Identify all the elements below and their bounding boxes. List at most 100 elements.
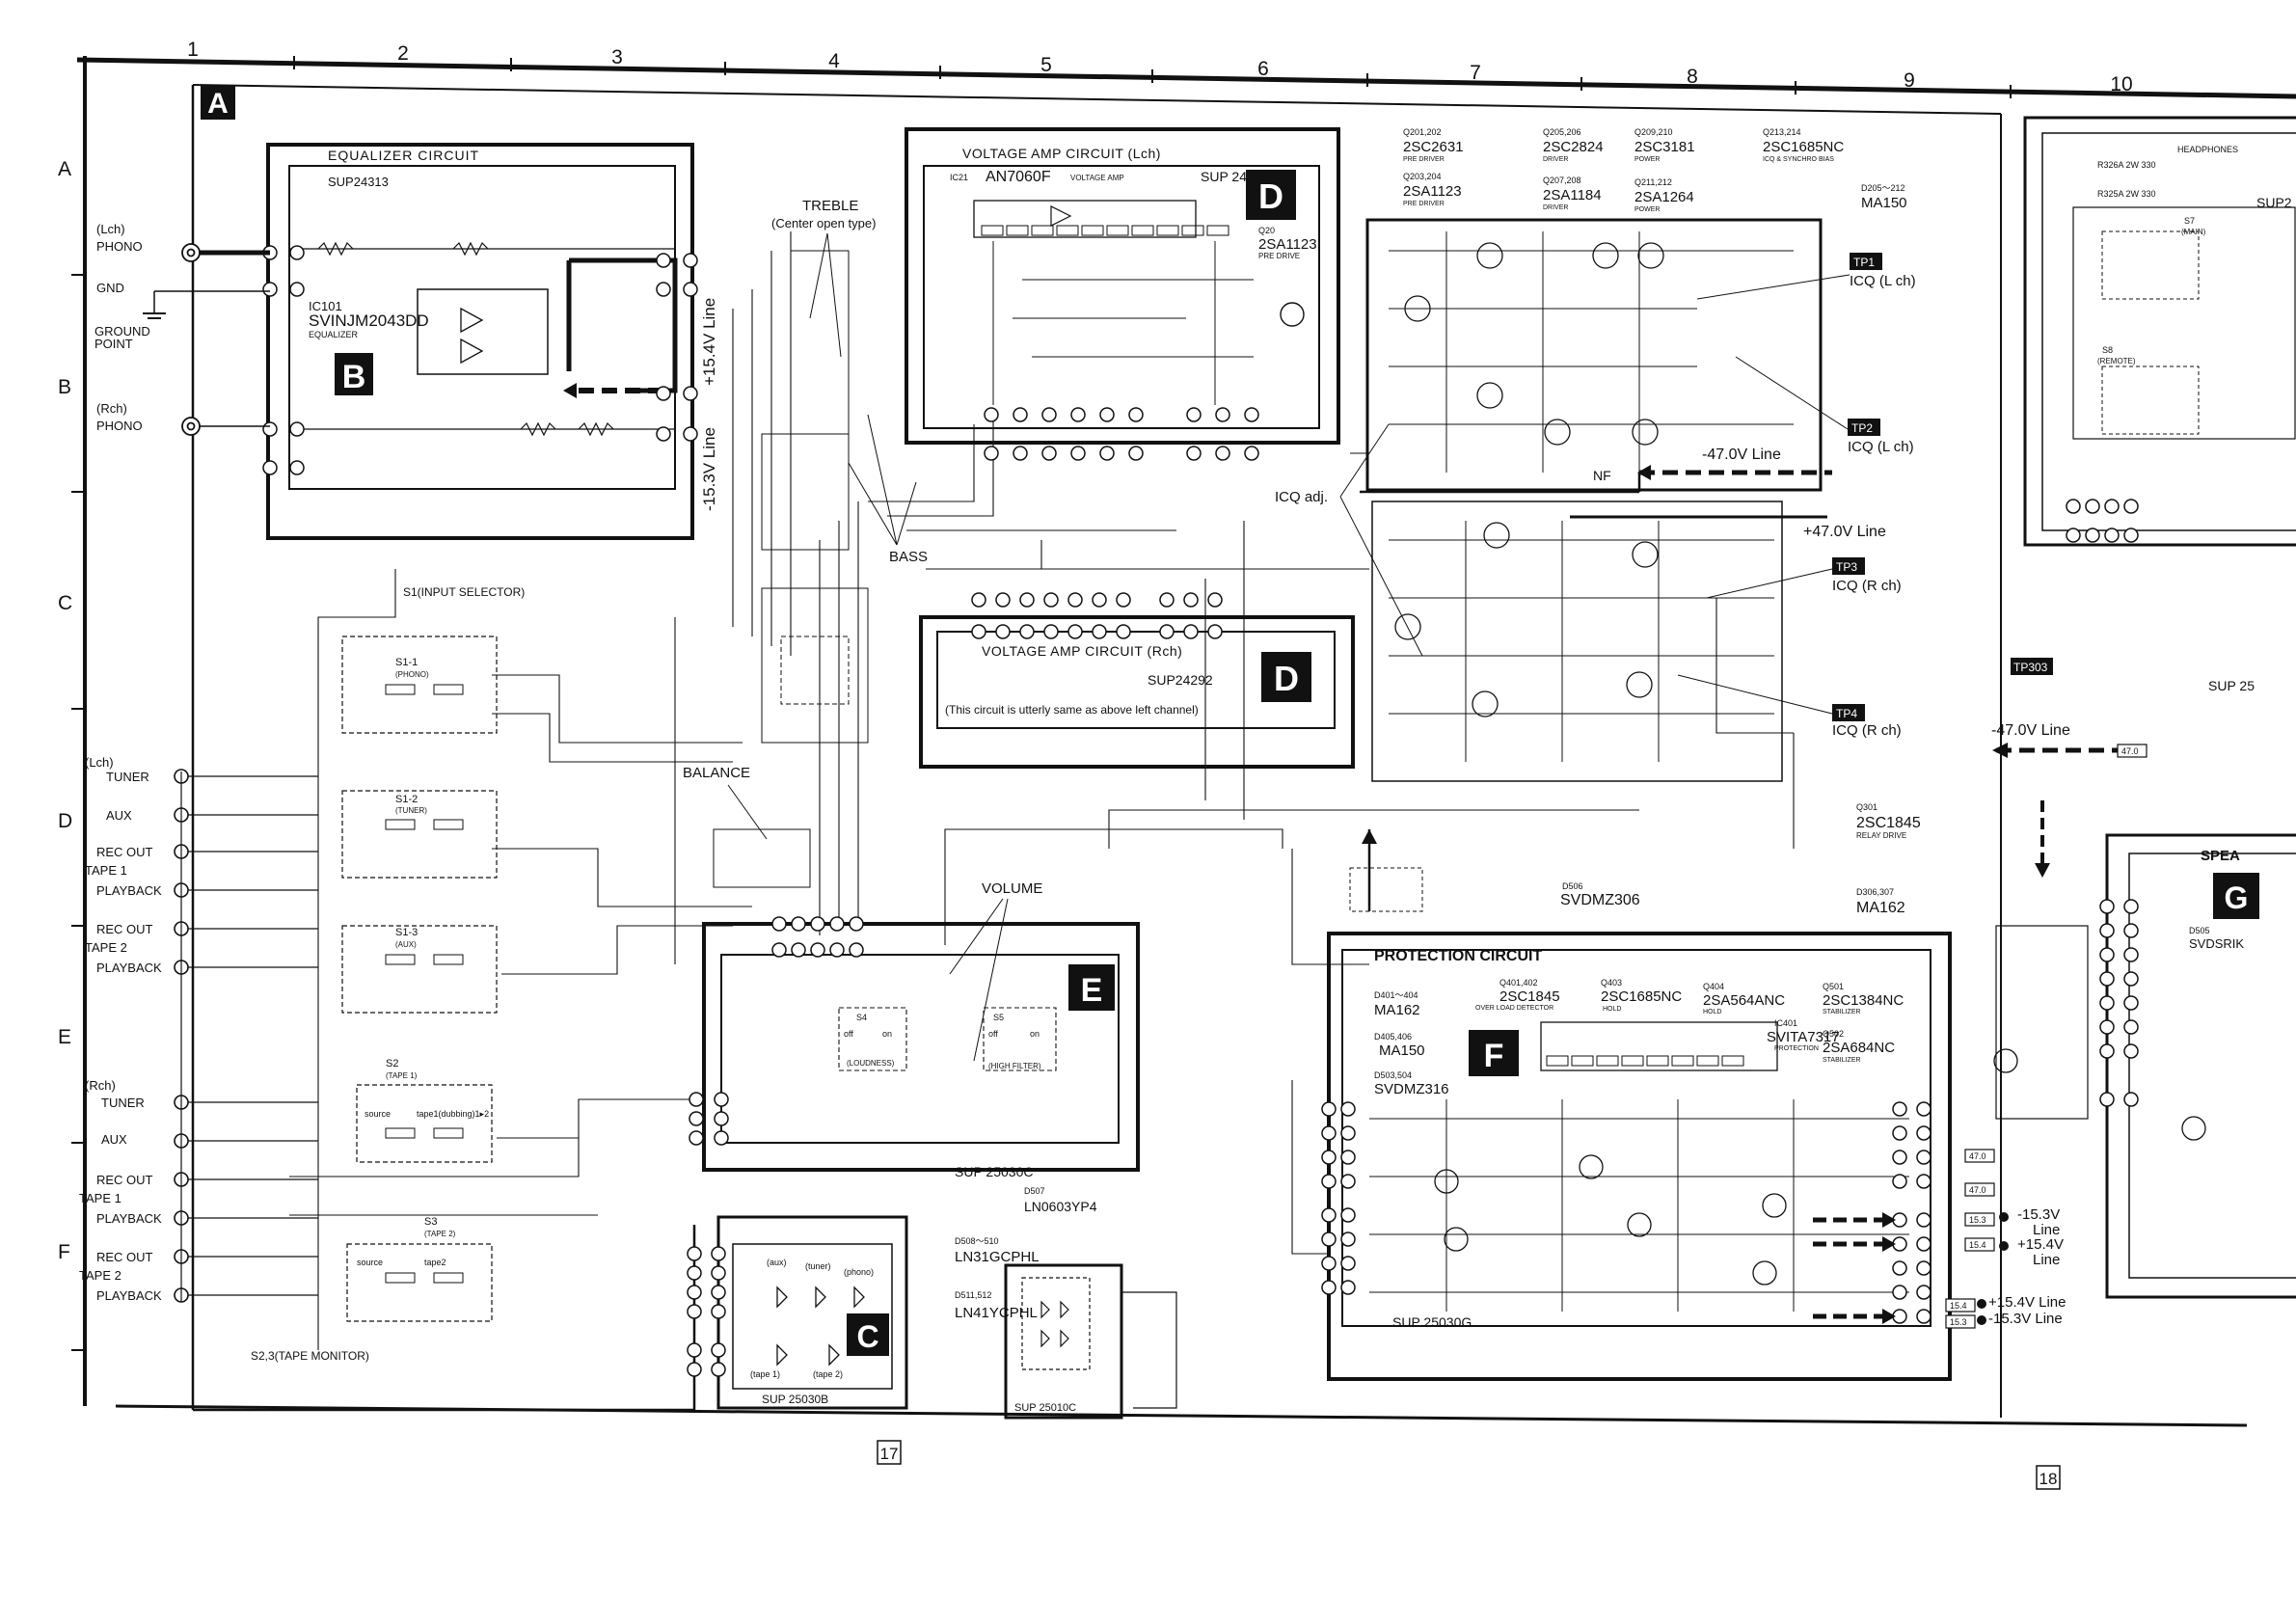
q404-ref: Q404 [1703, 982, 1724, 991]
equalizer-ic-label: IC101 [309, 299, 342, 313]
transistor-table-refs: D205～212 [1861, 183, 1905, 193]
s1-3-sub: (AUX) [395, 940, 417, 949]
tag-47-b: 47.0 [1969, 1185, 1986, 1195]
transistor-table-refs: Q201,202 [1403, 127, 1442, 137]
tp4-label: ICQ (R ch) [1832, 722, 1902, 739]
sup2-partial: SUP2 [2256, 195, 2292, 210]
led-d511-512: D511,512 [955, 1290, 991, 1300]
grid-row-label: E [58, 1026, 71, 1048]
line-input-jacks: (Lch) TUNER AUX REC OUT TAPE 1 PLAYBACK … [79, 755, 318, 1303]
gnd-label: GND [96, 281, 124, 295]
q403-ref: Q403 [1601, 978, 1622, 988]
d401-type: MA162 [1374, 1002, 1420, 1018]
rail-minus-47-label-2: -47.0V Line [1991, 722, 2070, 739]
jack-tuner-r-label: TUNER [101, 1096, 145, 1110]
s4-sub: (LOUDNESS) [847, 1059, 895, 1068]
d405-type: MA150 [1379, 1042, 1425, 1059]
q403-type: 2SC1685NC [1601, 988, 1682, 1005]
jack-playback-2: PLAYBACK [96, 961, 162, 975]
spea-label: SPEA [2201, 848, 2240, 864]
tp4-tag: TP4 [1836, 707, 1857, 720]
transistor-table-refs: Q209,210 [1634, 127, 1673, 137]
d506-ref: D506 [1562, 881, 1583, 891]
d505-ref: D505 [2189, 926, 2210, 935]
rail-plus-15-4-b: +15.4V [2017, 1236, 2064, 1253]
r325a-label: R325A 2W 330 [2097, 189, 2156, 199]
phono-input-section: (Lch) PHONO GND GROUND POINT (Rch) PHONO [95, 222, 270, 436]
jack-rec-out-4: REC OUT [96, 1250, 153, 1264]
transistor-table-role: DRIVER [1543, 156, 1568, 163]
treble-note: (Center open type) [771, 216, 876, 230]
rail-minus-15-3-b2: Line [2033, 1222, 2060, 1238]
grid-row-label: B [58, 376, 71, 398]
s4-on: on [882, 1029, 892, 1039]
transistor-table-type: 2SC2824 [1543, 139, 1604, 155]
q401-ref: Q401,402 [1499, 978, 1538, 988]
transistor-table-role: POWER [1634, 156, 1660, 163]
s3-source: source [357, 1258, 383, 1267]
ic401-role: PROTECTION [1774, 1045, 1819, 1052]
transistor-table-role: DRIVER [1543, 204, 1568, 211]
rail-minus-47-label-1: -47.0V Line [1702, 447, 1781, 463]
q502-ref: Q502 [1823, 1029, 1844, 1039]
vamp-lch-ic-label: IC21 [950, 173, 968, 182]
page-numbers: 17 18 [877, 1440, 2061, 1490]
vamp-lch-q20-sub: PRE DRIVE [1258, 252, 1300, 260]
section-letter-a: A [207, 88, 229, 120]
s5-label: S5 [993, 1013, 1004, 1022]
s3-tape2: tape2 [424, 1258, 446, 1267]
transistor-table-type: MA150 [1861, 195, 1907, 211]
q401-role: OVER LOAD DETECTOR [1475, 1005, 1553, 1012]
transistor-table-type: 2SC3181 [1634, 139, 1695, 155]
vamp-rch-part: SUP24292 [1148, 672, 1213, 688]
vamp-rch-title: VOLTAGE AMP CIRCUIT (Rch) [982, 643, 1182, 659]
transistor-table-type: 2SA1184 [1543, 187, 1602, 203]
tag-47-a: 47.0 [1969, 1151, 1986, 1161]
transistor-table-type: 2SA1123 [1403, 183, 1462, 200]
treble-label: TREBLE [802, 198, 858, 214]
s1-2-label: S1-2 [395, 794, 418, 805]
tp303-tag: TP303 [2013, 661, 2048, 674]
jack-playback-1: PLAYBACK [96, 883, 162, 898]
equalizer-ic-sub: EQUALIZER [309, 330, 359, 339]
tag-153-b: 15.3 [1950, 1317, 1967, 1327]
transistor-table-role: POWER [1634, 206, 1660, 213]
page-number-18: 18 [2039, 1470, 2058, 1488]
tape-monitor-label: S2,3(TAPE MONITOR) [251, 1349, 369, 1363]
volume-board: E SUP 25030C VOLUME S4 (LOUDNESS) off on… [689, 880, 1140, 1179]
phono-lch-label: (Lch) [96, 222, 125, 236]
s5-sub: (HIGH FILTER) [988, 1062, 1041, 1070]
rail-minus-15-3-c: -15.3V Line [1988, 1311, 2063, 1327]
led-d508-510: D508～510 [955, 1236, 999, 1246]
tag-47-relay: 47.0 [2121, 746, 2139, 756]
page-number-17: 17 [880, 1445, 899, 1463]
vamp-lch-title: VOLTAGE AMP CIRCUIT (Lch) [962, 146, 1161, 161]
right-edge-boards: HEADPHONES R326A 2W 330 R325A 2W 330 SUP… [1993, 116, 2296, 1299]
tp1-tag: TP1 [1853, 256, 1875, 269]
q501-ref: Q501 [1823, 982, 1844, 991]
led-d508-part: LN31GCPHL [955, 1249, 1040, 1265]
d306-ref: D306,307 [1856, 887, 1894, 897]
jack-tape2-label: TAPE 2 [85, 940, 127, 955]
d505-type: SVDSRIK [2189, 936, 2244, 951]
s1-1-sub: (PHONO) [395, 670, 429, 679]
transistor-table-refs: Q205,206 [1543, 127, 1581, 137]
section-letter-e: E [1081, 972, 1103, 1009]
s3-sub: (TAPE 2) [424, 1230, 456, 1238]
s1-2-sub: (TUNER) [395, 806, 427, 815]
grid-column-label: 9 [1904, 69, 1915, 92]
equalizer-part: SUP24313 [328, 175, 389, 189]
d506-type: SVDMZ306 [1560, 892, 1640, 908]
section-letter-f: F [1484, 1038, 1504, 1074]
protection-board: PROTECTION CIRCUIT SUP 25030G F D401～404… [1321, 932, 1952, 1381]
s4-off: off [844, 1029, 853, 1039]
led-d511-part: LN41YCPHL [955, 1305, 1038, 1321]
rail-plus-15-4-b2: Line [2033, 1252, 2060, 1268]
q502-role: STABILIZER [1823, 1057, 1861, 1064]
vamp-lch-q20-type: 2SA1123 [1258, 236, 1317, 253]
wiring [289, 231, 1795, 1350]
r326a-label: R326A 2W 330 [2097, 160, 2156, 170]
